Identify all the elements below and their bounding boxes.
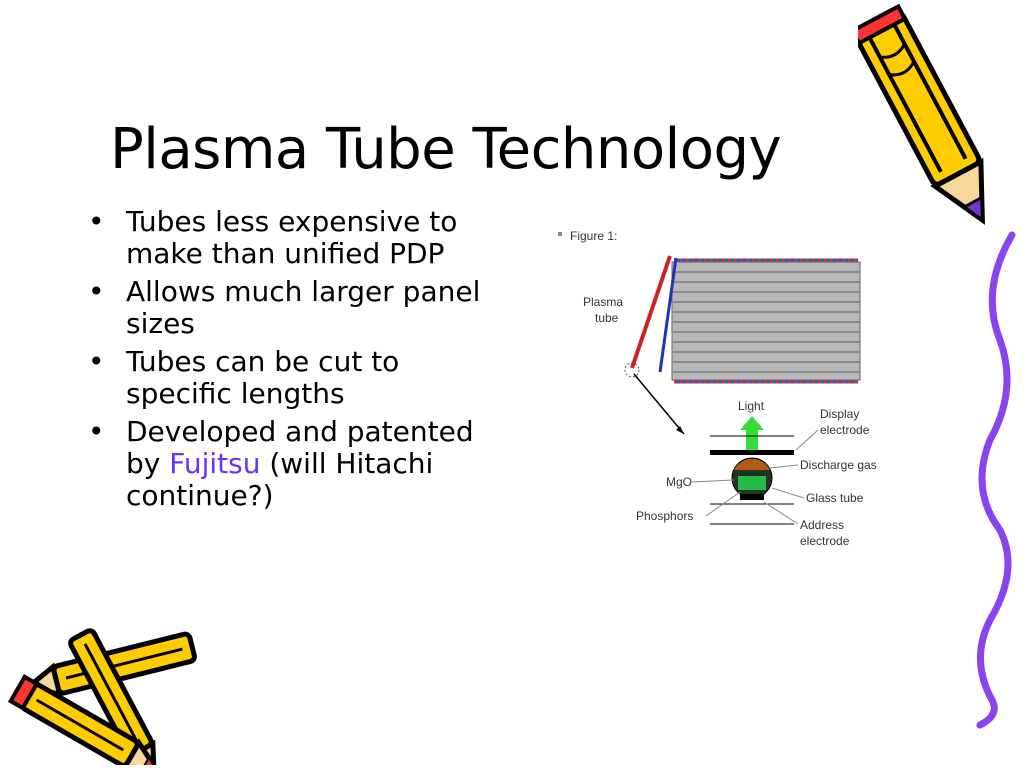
bullet-text-after: (will Hitachi continue?) (126, 447, 434, 512)
bullet-item: Allows much larger panel sizes (86, 276, 486, 340)
bullet-item: Developed and patented by Fujitsu (will … (86, 416, 486, 512)
pencil-icon (858, 3, 985, 225)
glass-tube-label: Glass tube (806, 491, 864, 505)
fujitsu-link[interactable]: Fujitsu (169, 447, 261, 480)
plasma-tube-figure: Figure 1: (558, 229, 877, 548)
bullet-text: Tubes can be cut to specific lengths (126, 345, 400, 410)
phosphors-label: Phosphors (636, 509, 693, 523)
display-electrode-label-1: Display (820, 407, 859, 421)
caption-bullet-icon (558, 232, 562, 236)
mgo-label: MgO (666, 475, 692, 489)
tube-cross-section (710, 416, 794, 525)
bullet-item: Tubes less expensive to make than unifie… (86, 206, 486, 270)
plasma-label-2: tube (595, 311, 619, 325)
crossed-pencils-icon (7, 628, 197, 765)
bullet-item: Tubes can be cut to specific lengths (86, 346, 486, 410)
bullet-text: Allows much larger panel sizes (126, 275, 481, 340)
tube-panel (624, 255, 861, 435)
light-label: Light (738, 399, 765, 413)
plasma-label-1: Plasma (583, 295, 623, 309)
figure-caption: Figure 1: (570, 229, 617, 243)
bullet-list: Tubes less expensive to make than unifie… (86, 206, 486, 518)
display-electrode-label-2: electrode (820, 423, 870, 437)
address-electrode-label-2: electrode (800, 534, 850, 548)
bullet-text-before: Developed and patented by (126, 415, 474, 480)
bullet-text: Tubes less expensive to make than unifie… (126, 205, 458, 270)
address-electrode-label-1: Address (800, 518, 844, 532)
discharge-gas-label: Discharge gas (800, 458, 877, 472)
slide-title: Plasma Tube Technology (110, 117, 782, 182)
purple-squiggle-icon (976, 231, 1016, 729)
